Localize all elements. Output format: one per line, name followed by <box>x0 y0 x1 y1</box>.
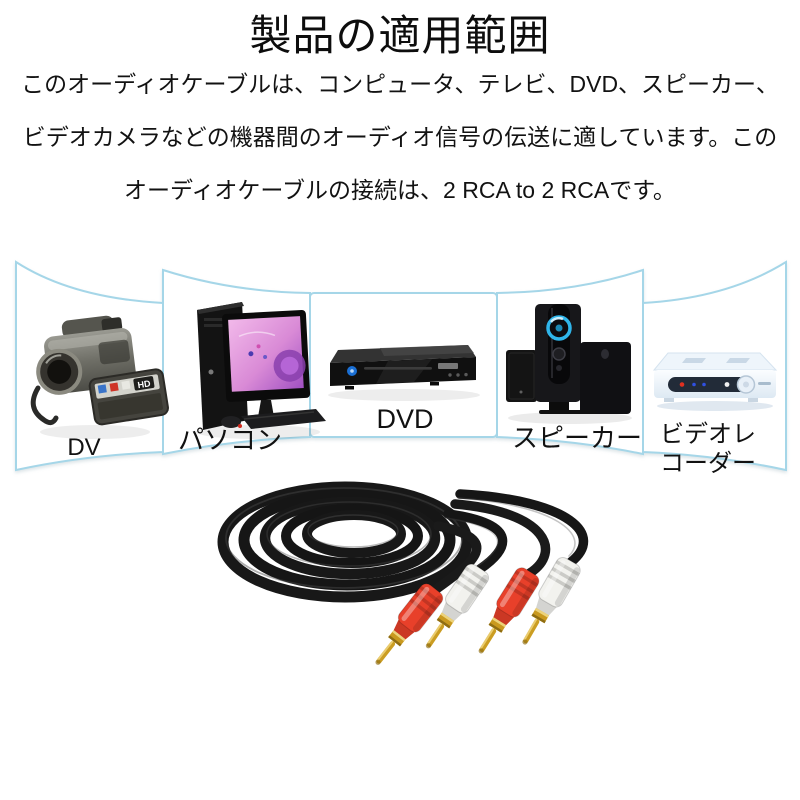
panel-label-recorder: ビデオレ コーダー <box>660 421 756 477</box>
dvd-player-image <box>328 345 480 401</box>
camcorder-flip-screen: HD <box>88 368 169 426</box>
camcorder-image: HD <box>30 315 169 439</box>
video-recorder-image <box>652 352 778 411</box>
desktop-pc-image <box>196 302 326 439</box>
pc-monitor <box>222 310 311 402</box>
pc-keyboard <box>241 409 326 429</box>
intro-text: このオーディオケーブルは、コンピュータ、テレビ、DVD、スピーカー、 ビデオカメ… <box>0 58 800 217</box>
device-carousel: HD <box>15 260 787 472</box>
panel-label-dv: DV <box>67 434 101 461</box>
recorder-control-strip <box>668 377 754 392</box>
camcorder-hd-badge: HD <box>137 378 152 390</box>
dvd-tray-slit <box>364 367 432 370</box>
rca-cable-image <box>217 481 589 673</box>
panel-label-pc: パソコン <box>177 425 282 455</box>
recorder-top <box>652 352 778 371</box>
intro-line-2: ビデオカメラなどの機器間のオーディオ信号の伝送に適しています。この <box>22 124 778 150</box>
pc-mouse <box>221 416 241 428</box>
page-title: 製品の適用範囲 <box>249 12 551 59</box>
camcorder-strap <box>30 385 59 426</box>
cable-coil <box>217 481 473 603</box>
panel-label-dvd: DVD <box>376 404 434 434</box>
speaker-satellite-left <box>506 350 537 402</box>
intro-line-1: このオーディオケーブルは、コンピュータ、テレビ、DVD、スピーカー、 <box>21 71 779 97</box>
speaker-system-image <box>506 304 632 424</box>
speaker-satellite-right <box>580 342 631 414</box>
intro-line-3: オーディオケーブルの接続は、2 RCA to 2 RCAです。 <box>124 177 676 203</box>
cable-strands <box>430 489 589 595</box>
panel-label-speaker: スピーカー <box>511 423 642 453</box>
